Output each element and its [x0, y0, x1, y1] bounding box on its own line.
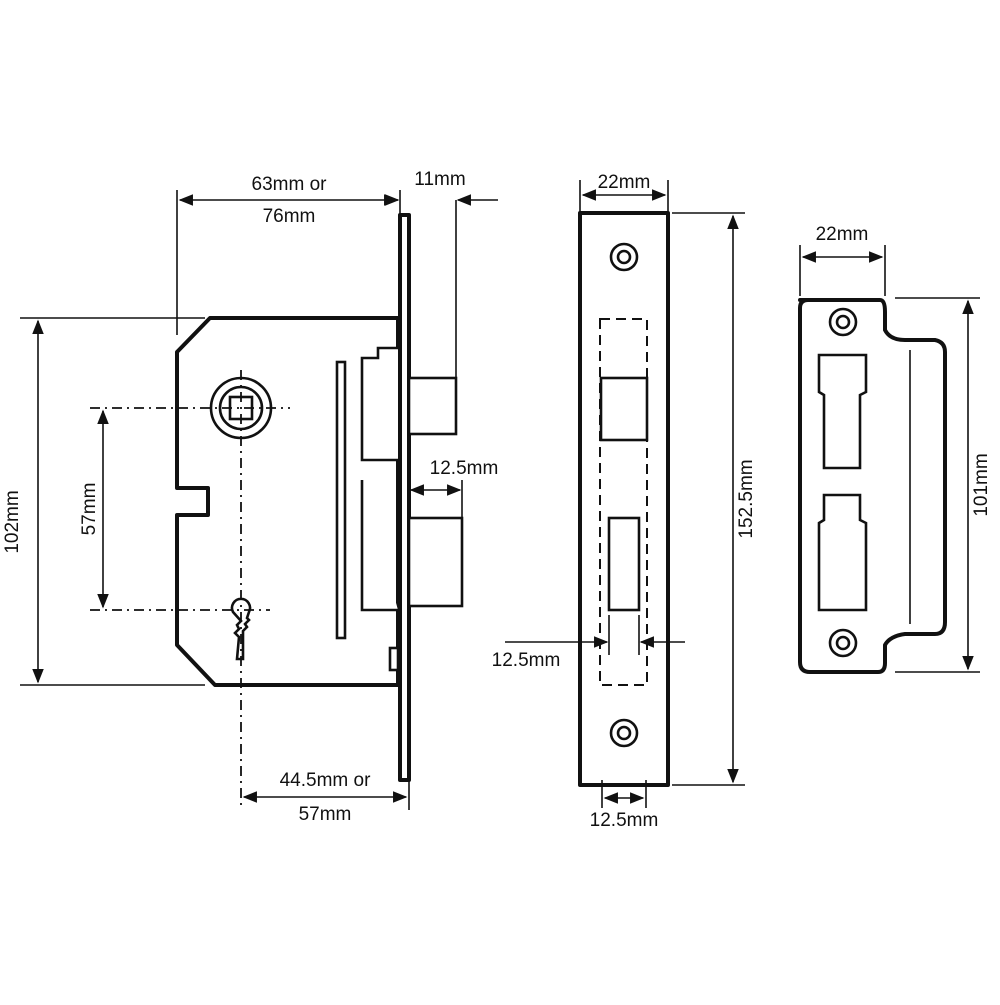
- forend-slot-offset-dimension: 12.5mm: [492, 615, 685, 671]
- deadbolt-aperture: [607, 516, 641, 612]
- forend-plate-side: [398, 213, 411, 782]
- keep-height-label: 101mm: [971, 453, 992, 516]
- latch-bolt: [360, 346, 458, 462]
- forend-width-dimension: 22mm: [579, 172, 669, 213]
- case-depth-label-line2: 76mm: [263, 206, 316, 227]
- keep-height-dimension: 101mm: [895, 297, 992, 673]
- lever-slot: [335, 360, 347, 640]
- forend-slot-width-dimension: 12.5mm: [590, 780, 659, 831]
- keep-screw-bottom: [828, 628, 858, 658]
- centres-label: 57mm: [79, 483, 100, 536]
- latch-aperture: [599, 376, 649, 442]
- backset-label-line2: 57mm: [299, 804, 352, 825]
- keep-width-label: 22mm: [816, 224, 869, 245]
- keep-deadbolt-aperture: [817, 493, 868, 612]
- forend-thickness-label: 11mm: [414, 169, 465, 190]
- lock-case-side-view: [175, 213, 464, 782]
- forend-slot-offset-label: 12.5mm: [492, 650, 561, 671]
- keep-latch-aperture: [817, 353, 868, 470]
- lock-height-label: 102mm: [2, 490, 23, 553]
- case-depth-dimension: 63mm or 76mm: [176, 174, 401, 335]
- bolt-projection-label: 12.5mm: [430, 458, 499, 479]
- forend-front-view: [578, 211, 670, 787]
- forend-height-dimension: 152.5mm: [672, 212, 757, 786]
- keep-screw-top: [828, 307, 858, 337]
- dead-bolt: [360, 480, 464, 612]
- forend-width-label: 22mm: [598, 172, 651, 193]
- backset-dimension: 44.5mm or 57mm: [240, 370, 410, 825]
- forend-thickness-dimension: 11mm: [385, 169, 498, 378]
- keep-plate: [798, 298, 947, 674]
- case-outline-hidden: [599, 318, 648, 686]
- forend-height-label: 152.5mm: [736, 459, 757, 538]
- forend-slot-width-label: 12.5mm: [590, 810, 659, 831]
- centres-dimension: 57mm: [79, 407, 290, 611]
- forend-screw-bottom: [609, 718, 639, 748]
- keep-width-dimension: 22mm: [799, 224, 886, 296]
- case-depth-label-line1: 63mm or: [252, 174, 328, 195]
- bolt-projection-dimension: 12.5mm: [409, 458, 499, 518]
- forend-screw-top: [609, 242, 639, 272]
- backset-label-line1: 44.5mm or: [280, 770, 371, 791]
- lock-height-dimension: 102mm: [2, 317, 205, 686]
